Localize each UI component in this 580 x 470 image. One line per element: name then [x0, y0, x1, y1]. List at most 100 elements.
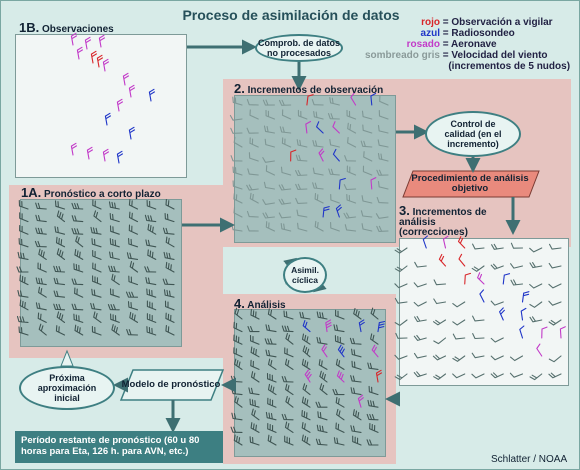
wind-barb	[368, 385, 379, 396]
wind-barb	[471, 352, 485, 359]
wind-barb	[281, 137, 292, 148]
wind-barb	[315, 438, 328, 446]
wind-barb	[280, 166, 292, 176]
wind-barb	[349, 337, 362, 345]
wind-barb	[379, 95, 389, 106]
wind-barb	[265, 221, 275, 232]
wind-barb	[19, 224, 29, 235]
wind-barb	[147, 223, 157, 235]
wind-barb	[16, 266, 29, 273]
wind-barb	[346, 165, 357, 176]
data-check-node: Comprob. de datos no procesados	[255, 34, 343, 62]
wind-barb	[452, 319, 466, 326]
wind-barb	[92, 275, 102, 286]
observation-barb	[96, 54, 104, 68]
wind-barb	[477, 272, 485, 285]
wind-barb	[162, 278, 175, 286]
wind-barb	[109, 238, 120, 248]
wind-barb	[312, 139, 324, 148]
wind-barb	[529, 316, 543, 323]
quality-control-node: Control de calidad (en el incremento)	[425, 111, 521, 157]
wind-barb	[234, 358, 243, 370]
wind-barb	[510, 242, 524, 249]
wind-barb	[312, 182, 324, 190]
wind-barb	[548, 262, 562, 269]
wind-barb	[71, 303, 84, 311]
wind-barb	[278, 212, 292, 219]
wind-barb	[377, 125, 389, 134]
wind-barb	[35, 214, 47, 223]
wind-barb	[109, 225, 120, 235]
legend: rojo = Observación a vigilar azul = Radi…	[356, 17, 570, 72]
wind-barb	[35, 227, 47, 235]
legend-row-blue: azul = Radiosondeo	[356, 28, 570, 39]
cyclic-assimilation-node: Asimil. cíclica	[283, 257, 327, 293]
wind-barb	[246, 225, 259, 232]
wind-barb	[332, 388, 345, 396]
wind-barb	[281, 376, 294, 383]
legend-key: sombreado gris	[364, 50, 440, 61]
wind-barb	[490, 300, 504, 306]
wind-barb	[295, 154, 308, 162]
observation-barb	[90, 50, 98, 64]
observation-barb	[102, 58, 110, 72]
wind-barb	[302, 383, 311, 396]
wind-barb	[54, 200, 66, 210]
objective-analysis-node: Procedimiento de análisis objetivo	[411, 173, 529, 194]
wind-barb	[35, 202, 47, 210]
wind-barb	[457, 236, 466, 249]
label-4: 4. Análisis	[234, 296, 286, 311]
wind-barb	[458, 253, 466, 267]
wind-barb	[394, 247, 408, 254]
wind-barb	[262, 157, 275, 163]
wind-barb	[334, 335, 345, 345]
wind-barb	[295, 169, 308, 177]
wind-barb	[73, 263, 84, 273]
wind-barb	[311, 99, 324, 106]
wind-barb	[318, 148, 325, 162]
wind-barb	[346, 109, 357, 120]
wind-barb	[313, 110, 324, 120]
wind-barb	[433, 279, 447, 286]
wind-barb	[250, 346, 260, 358]
observation-barb	[76, 46, 84, 60]
wind-barb	[344, 155, 357, 162]
wind-barb	[230, 426, 243, 433]
credit: Schlatter / NOAA	[491, 454, 568, 465]
wind-barb	[233, 136, 243, 148]
legend-row-gray: sombreado gris = Velocidad del viento	[356, 50, 570, 61]
wind-barb	[490, 263, 504, 270]
wind-barb	[233, 334, 243, 345]
wind-barb	[35, 302, 47, 311]
wind-barb	[267, 397, 277, 408]
wind-barb	[128, 211, 139, 223]
wind-barb	[347, 122, 357, 134]
wind-barb	[53, 303, 66, 311]
legend-note: (incrementos de 5 nudos)	[448, 61, 571, 72]
wind-barb	[262, 212, 275, 219]
wind-barb	[266, 372, 277, 383]
wind-barb	[128, 199, 139, 210]
legend-row-note: (incrementos de 5 nudos)	[356, 61, 570, 72]
wind-barb	[91, 288, 102, 298]
wind-barb	[283, 310, 294, 320]
wind-barb	[529, 373, 543, 381]
observation-barb	[70, 142, 78, 156]
wind-barb	[146, 326, 157, 336]
wind-barb	[146, 288, 157, 298]
wind-barb	[371, 344, 379, 358]
wind-barb	[246, 99, 259, 106]
analysis-increments-panel	[399, 238, 569, 386]
wind-barb	[71, 202, 84, 210]
wind-barb	[163, 289, 175, 298]
wind-barb	[343, 184, 357, 191]
observations-panel	[15, 34, 187, 178]
wind-barb	[75, 235, 84, 248]
wind-barb	[165, 199, 175, 210]
wind-barb	[335, 358, 345, 370]
wind-barb	[322, 206, 330, 218]
wind-barb	[279, 126, 292, 134]
wind-barb	[38, 323, 47, 336]
wind-barb	[357, 394, 364, 408]
wind-barb	[318, 359, 328, 370]
